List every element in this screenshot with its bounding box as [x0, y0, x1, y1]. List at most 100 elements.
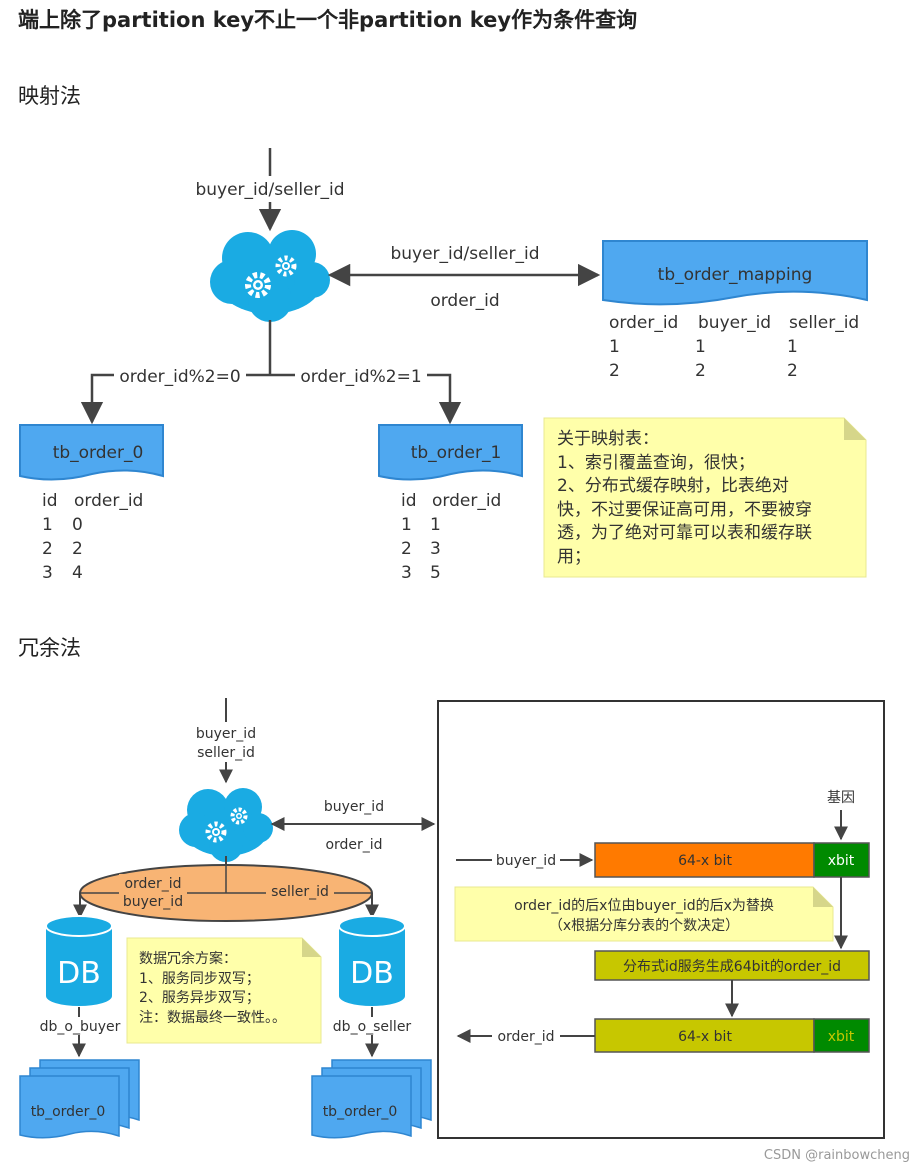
table1-cell: 3 — [401, 563, 412, 583]
rule-note-line2: （x根据分库分表的个数决定） — [549, 918, 739, 934]
branch-left-label-bg — [114, 364, 246, 388]
order-out-label-bg — [492, 1027, 560, 1045]
stack-right-label: tb_order_0 — [323, 1104, 398, 1120]
db-right-icon: DB — [338, 915, 406, 1006]
branch-left-label: order_id%2=0 — [119, 367, 240, 387]
redundancy-note-shape — [126, 937, 322, 1044]
redundancy-diagram: buyer_id seller_id buyer_id order_id ord… — [19, 698, 885, 1139]
table1-cell: 1 — [401, 515, 412, 535]
table1-cell: 5 — [430, 563, 441, 583]
redundancy-cloud-icon — [179, 788, 273, 862]
ellipse-right-label-bg — [266, 882, 334, 900]
mapping-note-shape — [543, 417, 867, 578]
redundancy-input-line1: buyer_id — [196, 726, 256, 742]
order-out-label: order_id — [497, 1029, 554, 1045]
gene-label: 基因 — [827, 789, 855, 806]
mapping-note-line: 2、分布式缓存映射，比表绝对 — [557, 476, 789, 496]
table1-name: tb_order_1 — [411, 443, 502, 463]
db-left-label-bg — [36, 1017, 124, 1035]
table0-shape — [19, 424, 164, 481]
mapping-note-line: 快，不过要保证高可用，不要被穿 — [557, 499, 812, 520]
db-left-text: DB — [57, 956, 101, 991]
redundancy-note-line: 2、服务异步双写； — [139, 990, 260, 1006]
redundancy-note-line: 1、服务同步双写； — [139, 970, 260, 987]
table1-col-header: id — [401, 491, 417, 511]
ellipse-left-label-1: order_id — [124, 876, 181, 892]
mapping-note-line: 用； — [557, 546, 591, 567]
table0-cell: 0 — [72, 515, 83, 535]
page-heading: 端上除了partition key不止一个非partition key作为条件查… — [18, 8, 638, 32]
mapping-col-header: order_id — [609, 313, 678, 333]
mapping-table-shape — [602, 240, 868, 306]
mapping-note-fold — [844, 418, 866, 440]
mapping-diagram: buyer_id/seller_id buyer_id/seller_id or… — [19, 148, 868, 583]
mapping-cell: 1 — [609, 337, 620, 357]
redundancy-input-line2: seller_id — [197, 745, 255, 761]
stack-left-icon: tb_order_0 — [19, 1059, 140, 1139]
redundancy-note-text: 数据冗余方案： 1、服务同步双写； 2、服务异步双写； 注：数据最终一致性。。 — [139, 950, 286, 1028]
mapping-cell: 1 — [695, 337, 706, 357]
table1-col-header: order_id — [432, 491, 501, 511]
bar1-main — [594, 842, 815, 878]
rule-note-shape — [454, 886, 834, 942]
service-bar-text: 分布式id服务生成64bit的order_id — [623, 959, 841, 975]
bar1-side-text: xbit — [828, 853, 855, 869]
bar1-side — [813, 842, 870, 878]
mapping-col-header: seller_id — [789, 313, 859, 333]
bar2-side-text: xbit — [828, 1029, 855, 1045]
service-bar — [594, 950, 870, 981]
bar2-main — [594, 1018, 815, 1053]
bar2-side — [813, 1018, 870, 1053]
table0-col-header: order_id — [74, 491, 143, 511]
section-title-mapping: 映射法 — [18, 84, 81, 108]
table1-shape — [378, 424, 523, 481]
ellipse-left-label-2: buyer_id — [123, 894, 183, 910]
section-title-redundancy: 冗余法 — [18, 636, 81, 660]
table0-col-header: id — [42, 491, 58, 511]
stack-left-label: tb_order_0 — [31, 1104, 106, 1120]
ellipse-left-label-bg — [119, 874, 187, 910]
redundancy-note-fold — [302, 938, 321, 957]
rule-note-fold — [813, 887, 833, 907]
mapping-link-bottom-label: order_id — [430, 291, 499, 311]
mapping-cell: 2 — [609, 361, 620, 381]
db-right-label: db_o_seller — [333, 1019, 412, 1035]
redundancy-link-bottom-label: order_id — [325, 837, 382, 853]
mapping-cell: 1 — [787, 337, 798, 357]
rule-note-line1: order_id的后x位由buyer_id的后x为替换 — [514, 897, 774, 914]
table1-cell: 3 — [430, 539, 441, 559]
table0-name: tb_order_0 — [53, 443, 144, 463]
branch-right-label-bg — [295, 364, 427, 388]
branch-right-label: order_id%2=1 — [300, 367, 421, 387]
table1-cell: 2 — [401, 539, 412, 559]
mapping-note-text: 关于映射表： 1、索引覆盖查询，很快； 2、分布式缓存映射，比表绝对 快，不过要… — [557, 428, 812, 569]
table1-cell: 1 — [430, 515, 441, 535]
db-left-icon: DB — [45, 915, 113, 1006]
redundancy-input-bg — [192, 722, 260, 762]
buyer-in-label-bg — [492, 851, 560, 869]
buyer-in-label: buyer_id — [496, 853, 556, 869]
mapping-col-header: buyer_id — [698, 313, 771, 333]
table0-cell: 4 — [72, 563, 83, 583]
db-right-label-bg — [328, 1017, 416, 1035]
db-left-label: db_o_buyer — [40, 1019, 121, 1035]
redundancy-note-line: 注：数据最终一致性。。 — [139, 1009, 286, 1026]
table0-cell: 1 — [42, 515, 53, 535]
mapping-note-line: 关于映射表： — [557, 429, 659, 449]
redundancy-link-top-label: buyer_id — [324, 799, 384, 815]
mapping-note-line: 透，为了绝对可靠可以表和缓存联 — [557, 523, 812, 543]
redundancy-note-line: 数据冗余方案： — [139, 951, 237, 967]
stack-right-icon: tb_order_0 — [311, 1059, 432, 1139]
mapping-cell: 2 — [695, 361, 706, 381]
bar2-main-text: 64-x bit — [678, 1029, 732, 1045]
mapping-link-top-label: buyer_id/seller_id — [390, 244, 539, 264]
input-label-bg — [188, 176, 352, 202]
table0-cell: 2 — [42, 539, 53, 559]
bar1-main-text: 64-x bit — [678, 853, 732, 869]
table0-cell: 3 — [42, 563, 53, 583]
service-cloud-icon — [210, 230, 330, 322]
input-label: buyer_id/seller_id — [195, 180, 344, 200]
db-right-text: DB — [350, 956, 394, 991]
mapping-table-name: tb_order_mapping — [658, 265, 813, 285]
